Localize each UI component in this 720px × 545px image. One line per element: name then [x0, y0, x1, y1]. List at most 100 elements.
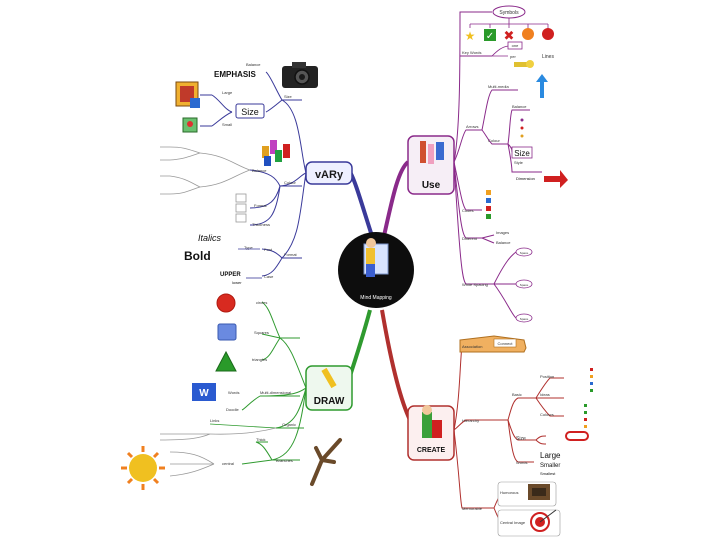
- large-label: Large: [222, 90, 233, 95]
- symbols-node: Symbols: [492, 5, 526, 19]
- key-words-label: Key Words: [462, 50, 482, 55]
- star-icon: ★: [465, 29, 476, 43]
- paint-cans-icon: [262, 140, 290, 166]
- balance-label: Balance: [246, 62, 261, 67]
- vary-connectors: [249, 71, 307, 277]
- type-label: Type: [244, 245, 253, 250]
- font-label: Font: [264, 247, 273, 252]
- key-icon: [514, 60, 534, 68]
- circle-shape-icon: [216, 293, 236, 313]
- memorable-label: Memorable: [462, 506, 483, 511]
- tree-branch-icon: [310, 438, 342, 486]
- colour-balance-label: Balance: [252, 168, 267, 173]
- central-node[interactable]: Mind Mapping: [338, 232, 414, 308]
- links-label: Links: [210, 418, 219, 423]
- create-node[interactable]: CREATE: [407, 405, 455, 461]
- position-label: Position: [540, 374, 554, 379]
- blank-boxes: [235, 193, 247, 223]
- checkmark-icon: ✓: [484, 29, 496, 42]
- use-title: Use: [422, 180, 441, 191]
- square-shape-icon: [217, 323, 237, 341]
- draw-connectors: [241, 301, 307, 465]
- balance2-label: Balance: [496, 240, 511, 245]
- paperclip-icon: [565, 431, 589, 441]
- create-title: CREATE: [417, 447, 446, 454]
- code-dots: [486, 190, 491, 219]
- vary-node[interactable]: vARy: [305, 161, 353, 185]
- colour-subbranches: [160, 146, 251, 195]
- pictures-connectors: [200, 94, 233, 127]
- circles-label: circles: [256, 300, 267, 305]
- ideas-label: Ideas: [540, 392, 550, 397]
- hierarchy-label: Hierarchy: [462, 418, 479, 423]
- draw-node[interactable]: DRAW: [305, 365, 353, 411]
- position-marker-dots: [590, 368, 593, 392]
- use-balance-label: Balance: [512, 104, 527, 109]
- case-label: Case: [264, 274, 274, 279]
- per-label: per: [510, 54, 516, 59]
- space-label-2: Space: [520, 283, 529, 287]
- size-text: Size: [241, 107, 259, 117]
- create-size-label: Size: [516, 436, 526, 442]
- different-label: Different: [462, 236, 478, 241]
- symbols-connectors: [469, 18, 549, 28]
- central-label-draw: central: [222, 461, 234, 466]
- white-spacing-label: White Spacing: [462, 282, 488, 287]
- create-words-label: Words: [516, 460, 527, 465]
- upper-label: UPPER: [220, 272, 241, 278]
- warning-icon: [522, 28, 534, 40]
- use-size-node: Size: [511, 146, 533, 159]
- vary-format-label: Format: [284, 252, 298, 257]
- 3d-arrow-icon: [544, 170, 568, 188]
- words-label: Words: [228, 390, 239, 395]
- camera-icon: [282, 62, 318, 88]
- basic-label: Basic: [512, 392, 522, 397]
- colours-label: Colours: [540, 412, 554, 417]
- space-label-1: Space: [520, 251, 529, 255]
- use-colour-label: Colour: [488, 138, 500, 143]
- bold-label: Bold: [184, 249, 211, 263]
- organic-subbranches: [159, 427, 277, 441]
- small-label: Small: [222, 122, 232, 127]
- one-label: one: [512, 43, 519, 48]
- mini-color-dots: [520, 118, 524, 138]
- use-size-text: Size: [514, 149, 530, 158]
- codes-label: Codes: [462, 208, 474, 213]
- use-node[interactable]: Use: [407, 135, 455, 195]
- target-icon: [530, 509, 557, 532]
- thick-label: Thick: [256, 437, 266, 442]
- central-label: Mind Mapping: [360, 295, 392, 301]
- squares-label: Squares: [254, 330, 269, 335]
- create-smallest-label: Smallest: [540, 471, 556, 476]
- lines-label: Lines: [542, 54, 554, 60]
- branch-create: [380, 309, 412, 421]
- vary-size-branch-label: Size: [284, 94, 293, 99]
- sun-icon: [121, 446, 165, 490]
- create-smaller-label: Smaller: [540, 463, 560, 469]
- cross-icon: ✖: [504, 28, 515, 43]
- stop-icon: [542, 28, 554, 40]
- humorous-label: Humorous: [500, 490, 518, 495]
- arrows-label: Arrows: [466, 124, 478, 129]
- pictures-icon-small: [182, 117, 198, 133]
- multi-dimensional-label: Multi-dimensional: [260, 390, 291, 395]
- svg-text:W: W: [199, 388, 209, 399]
- central-subbranches: [169, 451, 215, 477]
- dimension-label: Dimension: [516, 176, 535, 181]
- colour-marker-dots: [584, 404, 587, 428]
- doodle-label: Doodle: [226, 407, 239, 412]
- images-label: Images: [496, 230, 509, 235]
- pictures-icon-large: [175, 81, 200, 108]
- vary-title: vARy: [315, 169, 344, 181]
- connect-label: Connect: [498, 341, 514, 346]
- italics-label: Italics: [198, 233, 222, 243]
- branch-use: [382, 160, 410, 237]
- organic-label: Organic: [282, 422, 296, 427]
- size-node: Size: [235, 103, 265, 119]
- triangles-label: triangles: [252, 357, 267, 362]
- symbols-label: Symbols: [499, 10, 519, 16]
- draw-title: DRAW: [314, 396, 345, 407]
- word-doc-icon: W: [192, 383, 216, 401]
- lower-label: lower: [232, 280, 242, 285]
